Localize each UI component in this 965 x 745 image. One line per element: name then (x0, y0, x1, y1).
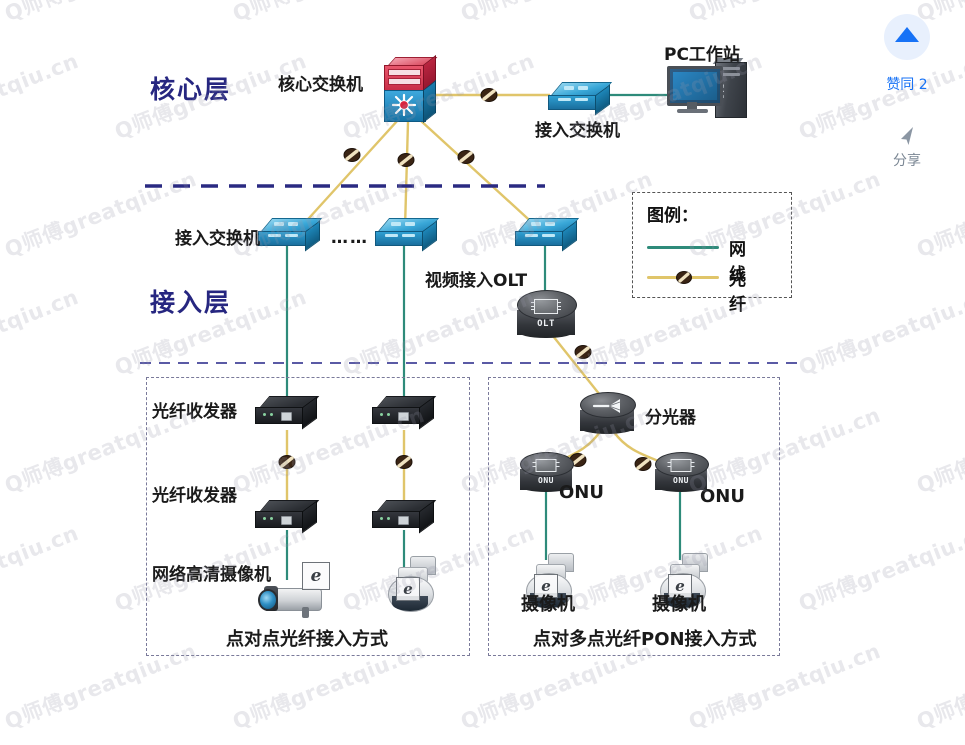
olt-node[interactable]: OLT (517, 290, 577, 338)
upvote-triangle-icon (895, 27, 919, 42)
olt-label: 视频接入OLT (425, 271, 528, 291)
media-converter-icon (255, 500, 320, 534)
camera-pon-right-label: 摄像机 (652, 594, 706, 615)
switch-icon (374, 218, 440, 252)
camera-brand-logo-pon-right: e (668, 574, 692, 598)
group-box-pon (488, 377, 780, 656)
camera-brand-logo-p2p: e (396, 577, 420, 601)
media-converter-bottom-label: 光纤收发器 (152, 486, 237, 506)
camera-brand-logo-left: e (302, 562, 330, 590)
share-arrow-icon[interactable] (892, 120, 922, 150)
upvote-button[interactable] (884, 14, 930, 60)
olt-device-tag: OLT (537, 319, 555, 329)
media-converter-icon (372, 500, 437, 534)
access-switch-left-node[interactable] (257, 218, 323, 252)
ethernet-line-icon (647, 246, 719, 249)
upvote-label[interactable]: 赞同 2 (886, 77, 928, 93)
core-switch-label: 核心交换机 (278, 75, 363, 95)
media-converter-icon (255, 396, 320, 430)
optical-splitter-icon (580, 392, 636, 434)
action-panel: 赞同 2 分享 (859, 14, 955, 174)
legend-label-fiber: 光纤 (729, 270, 746, 315)
access-switch-mid-node[interactable] (374, 218, 440, 252)
bullet-camera-node[interactable] (258, 578, 330, 622)
media-converter-top-label: 光纤收发器 (152, 402, 237, 422)
access-switch-right-node[interactable] (514, 218, 580, 252)
core-switch-node[interactable] (382, 54, 438, 124)
legend-label-ethernet: 网线 (729, 240, 746, 285)
optical-splitter-label: 分光器 (645, 408, 696, 428)
camera-brand-logo-pon-left: e (534, 574, 558, 598)
group-caption-point-to-point: 点对点光纤接入方式 (226, 629, 388, 650)
access-switch-top-label: 接入交换机 (535, 121, 620, 141)
onu-right-device-tag: ONU (673, 476, 689, 485)
layer-label-core: 核心层 (150, 75, 232, 104)
pc-workstation-label: PC工作站 (664, 45, 740, 65)
share-label[interactable]: 分享 (893, 153, 921, 169)
group-caption-pon: 点对多点光纤PON接入方式 (533, 629, 757, 650)
legend-box: 图例： 网线 光纤 (632, 192, 792, 315)
group-box-point-to-point (146, 377, 470, 656)
layer-label-access: 接入层 (150, 288, 232, 317)
hd-camera-label: 网络高清摄像机 (152, 565, 271, 585)
media-converter-icon (372, 396, 437, 430)
access-switch-top-node[interactable] (547, 82, 613, 116)
media-converter-top-left-node[interactable] (255, 396, 320, 430)
ellipsis-label: …… (331, 228, 369, 248)
onu-left-node[interactable]: ONU (520, 452, 574, 492)
media-converter-top-right-node[interactable] (372, 396, 437, 430)
pc-workstation-node[interactable]: PAG (667, 58, 751, 122)
fiber-connector-icons (278, 88, 652, 471)
onu-left-device-tag: ONU (538, 476, 554, 485)
switch-icon (547, 82, 613, 116)
bullet-camera-icon (258, 578, 330, 622)
optical-splitter-node[interactable] (580, 392, 636, 434)
pc-workstation-icon: PAG (667, 58, 751, 122)
core-switch-icon (382, 54, 438, 124)
media-converter-bottom-left-node[interactable] (255, 500, 320, 534)
media-converter-bottom-right-node[interactable] (372, 500, 437, 534)
onu-left-label: ONU (559, 482, 604, 503)
onu-right-node[interactable]: ONU (655, 452, 709, 492)
onu-right-label: ONU (700, 486, 745, 507)
onu-icon: ONU (520, 452, 574, 492)
fiber-connector-icon (676, 271, 692, 284)
switch-icon (514, 218, 580, 252)
switch-icon (257, 218, 323, 252)
olt-icon: OLT (517, 290, 577, 338)
onu-icon: ONU (655, 452, 709, 492)
legend-title: 图例： (647, 206, 698, 226)
access-switch-left-label: 接入交换机 (175, 229, 260, 249)
camera-pon-left-label: 摄像机 (521, 594, 575, 615)
